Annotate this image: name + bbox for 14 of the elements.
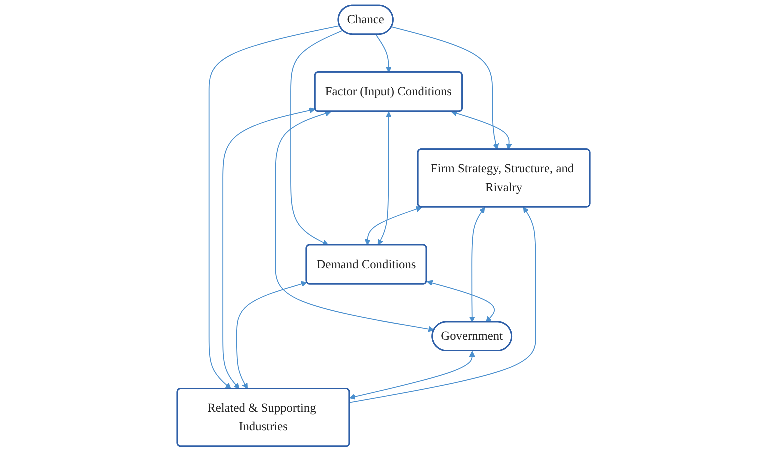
arrow — [426, 280, 495, 323]
arrow — [378, 112, 392, 246]
arrow — [236, 281, 307, 390]
arrow — [222, 108, 316, 390]
arrow — [450, 110, 512, 150]
arrow — [375, 34, 392, 73]
arrow — [349, 351, 476, 400]
arrow — [391, 26, 499, 150]
arrow — [469, 207, 485, 323]
arrow — [349, 207, 536, 404]
arrow — [208, 25, 340, 390]
arrow — [364, 206, 422, 246]
arrow — [290, 30, 344, 246]
arrow — [274, 110, 434, 332]
